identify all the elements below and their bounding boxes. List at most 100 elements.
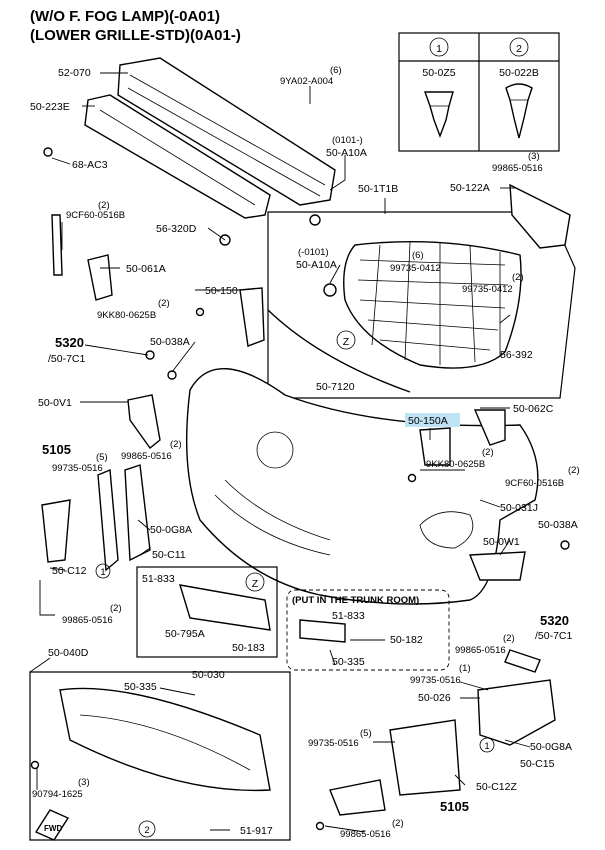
label-50-223e: 50-223E — [30, 101, 70, 113]
label-50-038a-left: 50-038A — [150, 336, 190, 348]
grille-detail-frame — [267, 211, 576, 399]
clip-038a-right-icon — [560, 540, 570, 550]
qty-99865-top-right: (3) — [528, 151, 540, 162]
header-line-1: (W/O F. FOG LAMP)(-0A01) — [30, 8, 220, 25]
screw-right-part — [504, 649, 541, 673]
label-50-795a: 50-795A — [165, 628, 205, 640]
garnish-c12-part — [41, 499, 71, 563]
label-99865-0516-bottom-left: 99865-0516 — [62, 615, 113, 626]
qty-99735-left: (5) — [96, 452, 108, 463]
qty-99865-mid: (2) — [170, 439, 182, 450]
label-50-335-cover: 50-335 — [124, 681, 157, 693]
bracket-0w1-part — [468, 551, 526, 581]
label-99735-0516-bottom-right: 99735-0516 — [410, 675, 461, 686]
label-99735-0412-right: 99735-0412 — [462, 284, 513, 295]
label-99865-0516-mid: 99865-0516 — [121, 451, 172, 462]
label-50-122a: 50-122A — [450, 182, 490, 194]
label-50-183: 50-183 — [232, 642, 265, 654]
bumper-bracket-left-part — [127, 394, 161, 450]
label-0101-until: (-0101) — [298, 247, 329, 258]
legend-ref-1-left-marker — [95, 563, 111, 579]
bracket-061a-part — [87, 254, 113, 301]
cap-a10a-icon — [323, 283, 337, 297]
qty-99865-bottom-left: (2) — [110, 603, 122, 614]
fastener-68ac3-icon — [43, 147, 53, 157]
qty-9cf60-left: (2) — [98, 200, 110, 211]
legend-col1-code: 50-0Z5 — [422, 67, 455, 79]
label-z-box: Z — [252, 578, 259, 590]
label-99865-0516-bottom: 99865-0516 — [340, 829, 391, 840]
label-56-320d: 56-320D — [156, 223, 197, 235]
under-cover-part — [59, 687, 271, 792]
legend-ref-1-right-marker — [479, 737, 495, 753]
label-ref-2-bottom: 2 — [144, 825, 149, 836]
label-fwd: FWD — [44, 824, 62, 833]
clip-038a-icon — [167, 370, 177, 380]
label-50-030: 50-030 — [192, 669, 225, 681]
label-51-917: 51-917 — [240, 825, 273, 837]
label-56-392: 56-392 — [500, 349, 533, 361]
under-cover-detail-box — [29, 671, 291, 841]
label-50-061a: 50-061A — [126, 263, 166, 275]
label-50-150a: 50-150A — [408, 415, 448, 427]
qty-99735-inner: (6) — [412, 250, 424, 261]
legend-col2-number: 2 — [516, 43, 522, 55]
label-52-070: 52-070 — [58, 67, 91, 79]
label-5105-left: 5105 — [42, 442, 71, 457]
fastener-a10a-icon — [309, 214, 321, 226]
label-50-0g8a-left: 50-0G8A — [150, 524, 192, 536]
label-50-0g8a-right: 50-0G8A — [530, 741, 572, 753]
label-5320-left: 5320 — [55, 335, 84, 350]
label-50-7120: 50-7120 — [316, 381, 355, 393]
fog-cover-left-strip-part — [97, 468, 119, 572]
legend-col1-number: 1 — [436, 43, 442, 55]
clip-legend-table: 1 2 50-0Z5 50-022B — [398, 32, 560, 152]
label-50-062c: 50-062C — [513, 403, 554, 415]
header-line-2: (LOWER GRILLE-STD)(0A01-) — [30, 27, 241, 44]
qty-99735-right: (2) — [512, 272, 524, 283]
garnish-c12z-part — [389, 719, 461, 796]
label-50-c11: 50-C11 — [152, 549, 186, 561]
grille-molding-part — [267, 309, 411, 393]
label-51-833-trunk: 51-833 — [332, 610, 365, 622]
label-0101-from: (0101-) — [332, 135, 363, 146]
label-50-150-top: 50-150 — [205, 285, 238, 297]
label-5320-right: 5320 — [540, 613, 569, 628]
qty-90794: (3) — [78, 777, 90, 788]
label-50-a10a-inner: 50-A10A — [296, 259, 337, 271]
bolt-90794-icon — [30, 760, 40, 770]
label-99865-0516-top-right: 99865-0516 — [492, 163, 543, 174]
fog-cover-left-part — [124, 464, 151, 562]
fog-cover-right-part — [329, 779, 386, 816]
detail-z-inner-marker — [336, 330, 356, 350]
label-90794-1625: 90794-1625 — [32, 789, 83, 800]
energy-absorber-part — [84, 94, 271, 219]
label-9ya02-a004: 9YA02-A004 — [280, 76, 333, 87]
label-50-040d: 50-040D — [48, 647, 89, 659]
label-ref-1-right: 1 — [484, 741, 489, 752]
bracket-150a-part — [419, 427, 451, 466]
label-50-1t1b: 50-1T1B — [358, 183, 398, 195]
label-put-in-trunk-room: (PUT IN THE TRUNK ROOM) — [292, 595, 419, 606]
label-50-031j: 50-031J — [500, 502, 538, 514]
qty-9kk80-right: (2) — [482, 447, 494, 458]
legend-ref-2-bottom-marker — [138, 820, 156, 838]
qty-99735-bottom-right: (1) — [459, 663, 471, 674]
bracket-062c-part — [473, 409, 506, 446]
label-5105-bottom: 5105 — [440, 799, 469, 814]
side-bracket-part — [239, 287, 265, 347]
front-grille-part — [343, 240, 522, 369]
label-50-c12: 50-C12 — [52, 565, 87, 577]
qty-99865-bottom-right: (2) — [503, 633, 515, 644]
label-9cf60-0516b-left: 9CF60-0516B — [66, 210, 125, 221]
label-50-a10a-top: 50-A10A — [326, 147, 367, 159]
bolt-9kk80-left-icon — [195, 307, 205, 317]
label-50-c12z: 50-C12Z — [476, 781, 517, 793]
fog-grille-right-part — [477, 679, 556, 746]
qty-99865-bottom: (2) — [392, 818, 404, 829]
bumper-reinforcement-part — [117, 57, 336, 206]
label-9cf60-0516b-right: 9CF60-0516B — [505, 478, 564, 489]
screw-strip-part — [51, 214, 63, 276]
